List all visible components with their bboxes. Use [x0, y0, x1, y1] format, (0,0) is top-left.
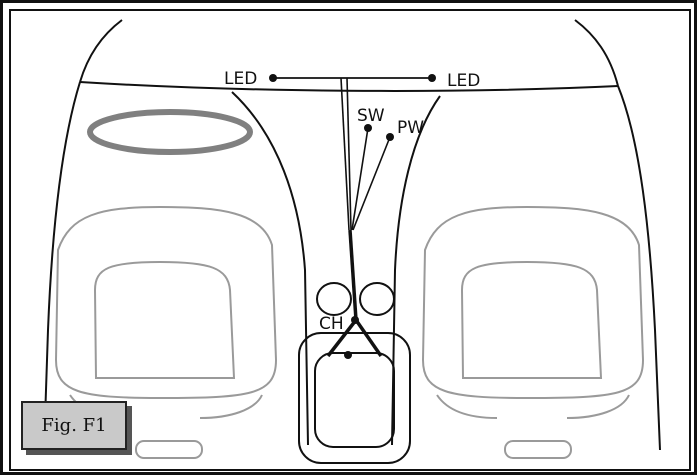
switch-point [364, 124, 372, 132]
power-point [386, 133, 394, 141]
gray-ring [87, 109, 253, 155]
cup-holder-right [359, 282, 395, 316]
headliner-outline [79, 19, 619, 87]
left-pillar-inner [231, 91, 309, 446]
roof-front-edge [79, 81, 619, 92]
power-label: PW [397, 118, 424, 138]
charge-point [351, 316, 359, 324]
wiring-harness [273, 77, 432, 358]
right-pillar-inner [391, 95, 441, 446]
led-left-label: LED [224, 69, 257, 89]
cup-holder-left [316, 282, 352, 316]
led-left-point [269, 74, 277, 82]
center-console-outer [298, 332, 411, 464]
led-right-point [428, 74, 436, 82]
right-pillar-outer [617, 85, 661, 451]
figure-inner-border [9, 9, 691, 471]
charge-label: CH [319, 314, 344, 334]
led-right-label: LED [447, 71, 480, 91]
right-seat [421, 205, 645, 459]
console-point [344, 351, 352, 359]
center-console-inner [314, 352, 395, 448]
left-pillar-outer [43, 81, 81, 451]
switch-label: SW [357, 106, 385, 126]
figure-caption: Fig. F1 [21, 401, 127, 450]
